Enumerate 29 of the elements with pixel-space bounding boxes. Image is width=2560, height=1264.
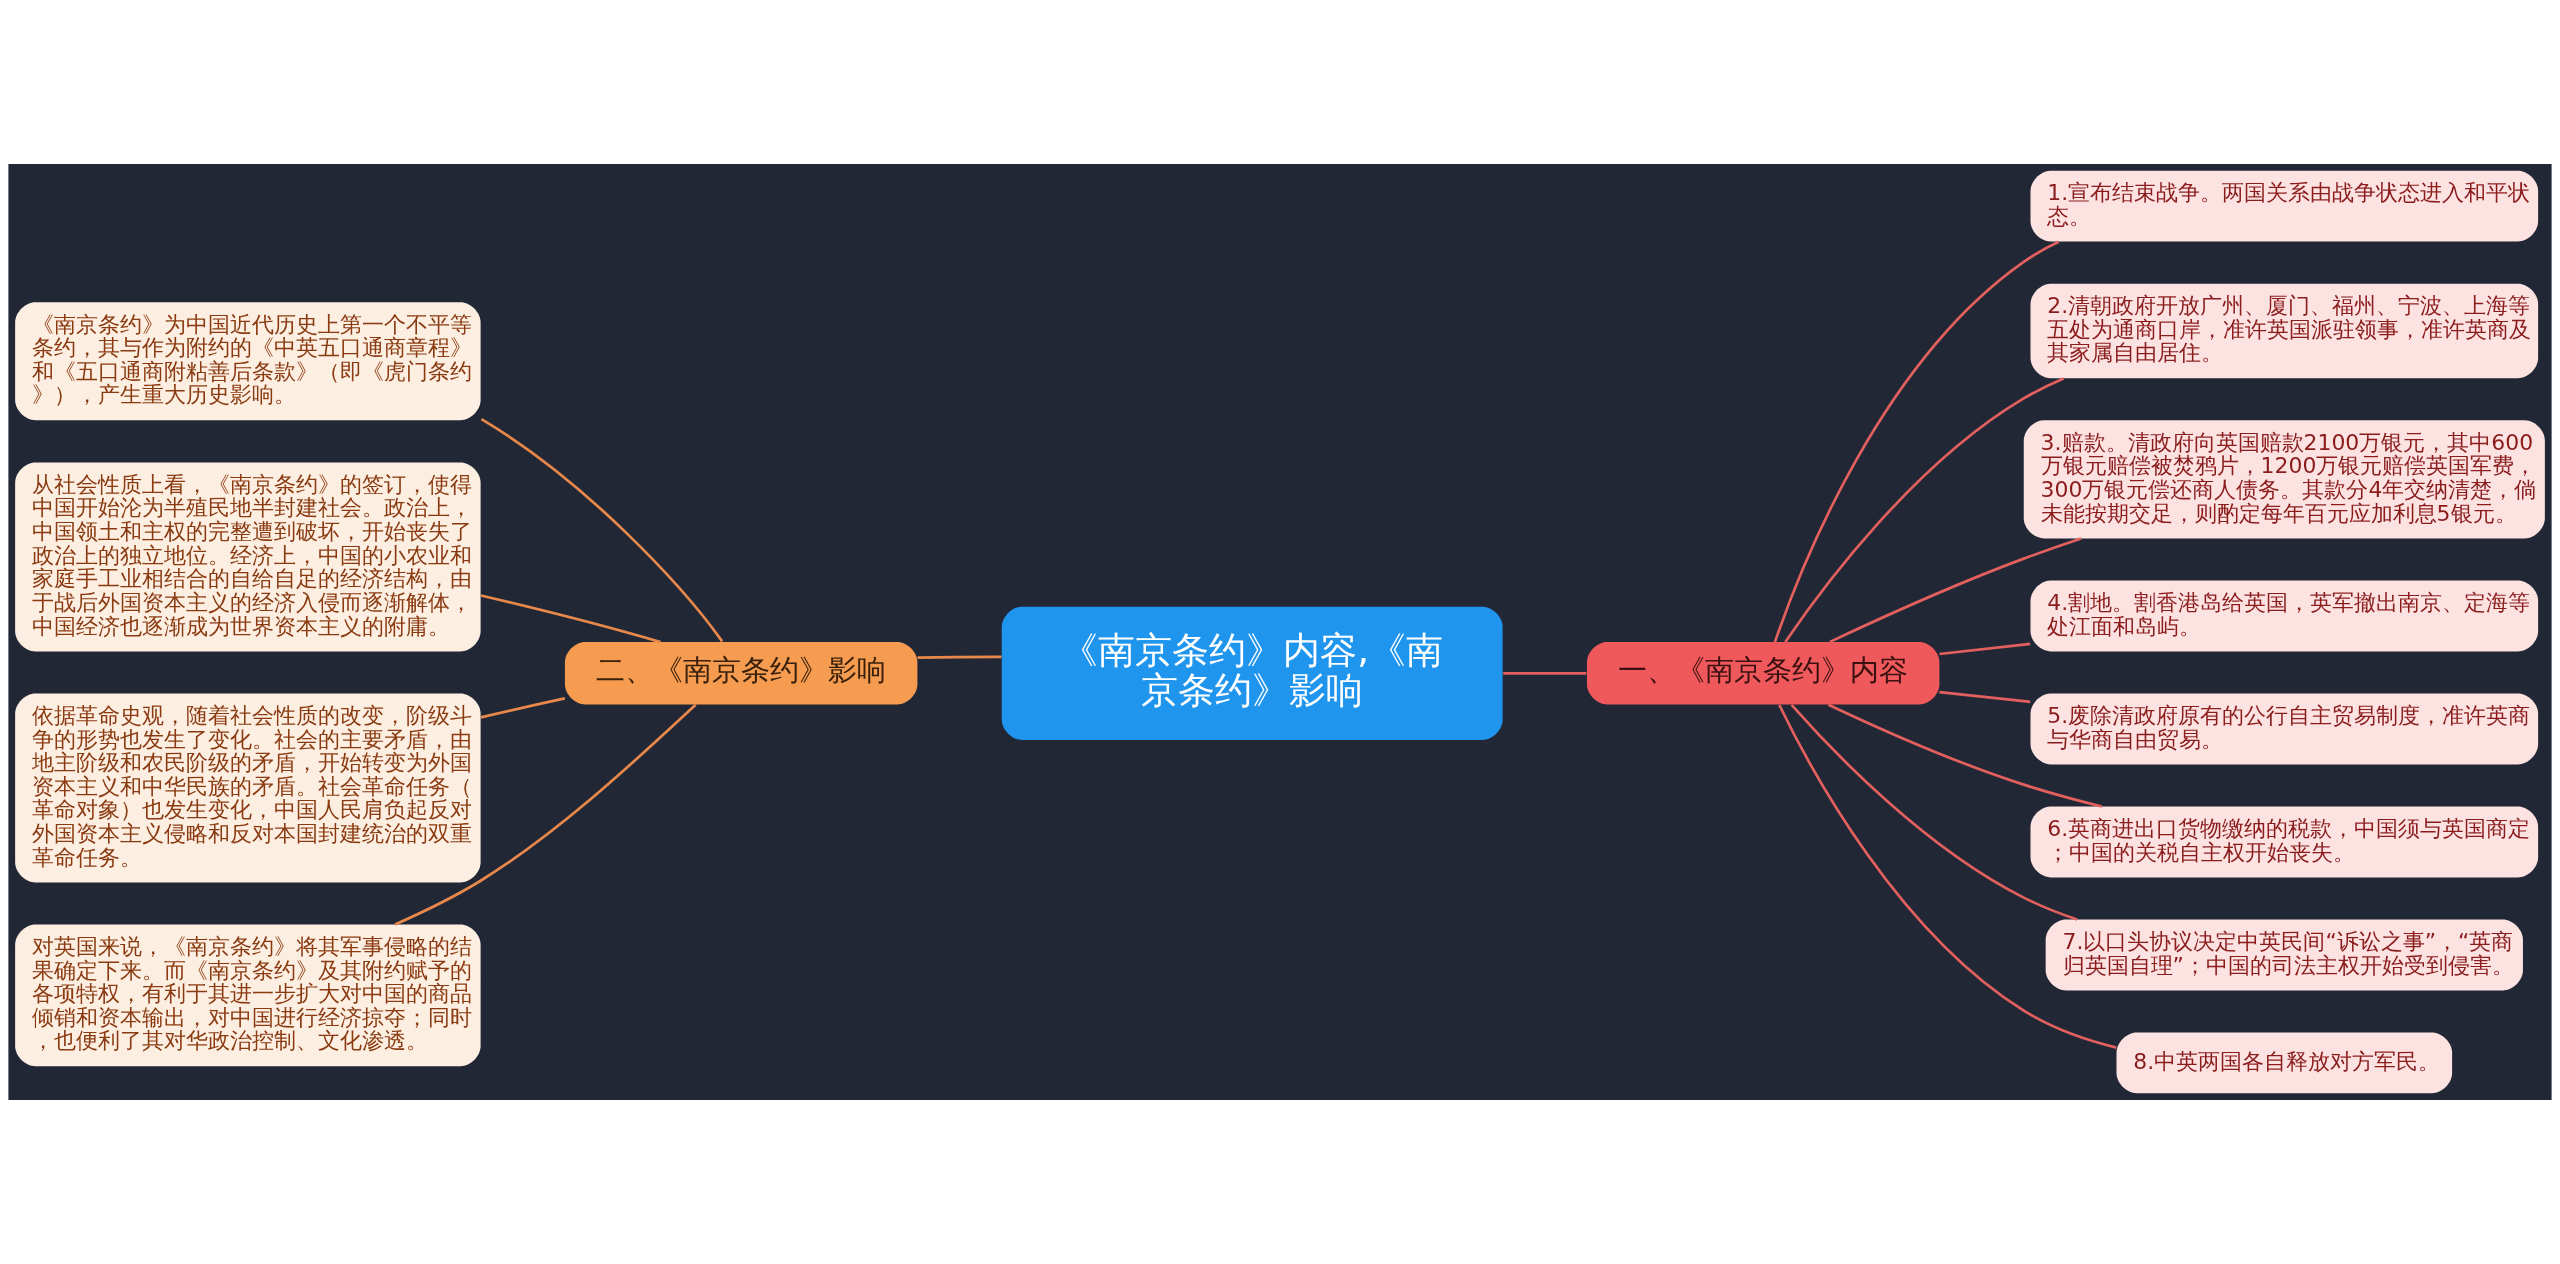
node-box: 4.割地。割香港岛给英国，英军撤出南京、定海等处江面和岛屿。 [2030, 580, 2539, 652]
connector [1503, 671, 1587, 675]
node-box: 对英国来说，《南京条约》将其军事侵略的结果确定下来。而《南京条约》及其附约赋予的各项特权，有利于其进一步扩大对中国的商品倾销和资本输出，对中国进行经济掠夺；同时，也便利了其对华政治控制、文化渗透。 [15, 924, 481, 1067]
node-box: 6.英商进出口货物缴纳的税款，中国须与英国商定；中国的关税自主权开始丧失。 [2030, 806, 2539, 878]
node-box: 二、《南京条约》影响 [564, 642, 918, 705]
node-box: 一、《南京条约》内容 [1586, 642, 1940, 705]
connector [394, 703, 697, 926]
connector [1790, 704, 2078, 921]
node-box: 8.中英两国各自释放对方军民。 [2116, 1032, 2453, 1094]
node-box: 1.宣布结束战争。两国关系由战争状态进入和平状态。 [2030, 170, 2539, 242]
node-box: 《南京条约》内容,《南京条约》影响 [1001, 606, 1503, 740]
node-box: 3.赔款。清政府向英国赔款2100万银元，其中600万银元赔偿被焚鸦片，1200万银元赔偿英国军费，300万银元偿还商人债务。其款分4年交纳清楚，倘未能按期交足，则酌定每年百元应加利息5银元。 [2023, 420, 2545, 539]
connector [480, 417, 724, 643]
connector [480, 594, 661, 644]
connector [1829, 537, 2082, 644]
node-box: 5.废除清政府原有的公行自主贸易制度，准许英商与华商自由贸易。 [2030, 693, 2539, 765]
connector [1939, 690, 2031, 704]
node-box: 2.清朝政府开放广州、厦门、福州、宁波、上海等五处为通商口岸，准许英国派驻领事，准许英商及其家属自由居住。 [2030, 283, 2539, 379]
connector [1773, 240, 2060, 643]
connector [1939, 642, 2031, 656]
node-box: 7.以口头协议决定中英民间“诉讼之事”，“英商归英国自理”；中国的司法主权开始受到侵害。 [2045, 919, 2523, 991]
node-box: 《南京条约》为中国近代历史上第一个不平等条约，其与作为附约的《中英五口通商章程》和《五口通商附粘善后条款》（即《虎门条约》），产生重大历史影响。 [15, 302, 481, 421]
node-box: 从社会性质上看，《南京条约》的签订，使得中国开始沦为半殖民地半封建社会。政治上，中国领土和主权的完整遭到破坏，开始丧失了政治上的独立地位。经济上，中国的小农业和家庭手工业相结合的自给自足的经济结构，由于战后外国资本主义的经济入侵而逐渐解体，中国经济也逐渐成为世界资本主义的附庸。 [15, 462, 481, 652]
connector [1784, 377, 2065, 643]
node-box: 依据革命史观，随着社会性质的改变，阶级斗争的形势也发生了变化。社会的主要矛盾，由地主阶级和农民阶级的矛盾，开始转变为外国资本主义和中华民族的矛盾。社会革命任务（革命对象）也发生变化，中国人民肩负起反对外国资本主义侵略和反对本国封建统治的双重革命任务。 [15, 693, 481, 883]
connector [1778, 704, 2117, 1049]
connector [917, 655, 1002, 659]
connector [1827, 703, 2103, 808]
connector [480, 697, 566, 719]
